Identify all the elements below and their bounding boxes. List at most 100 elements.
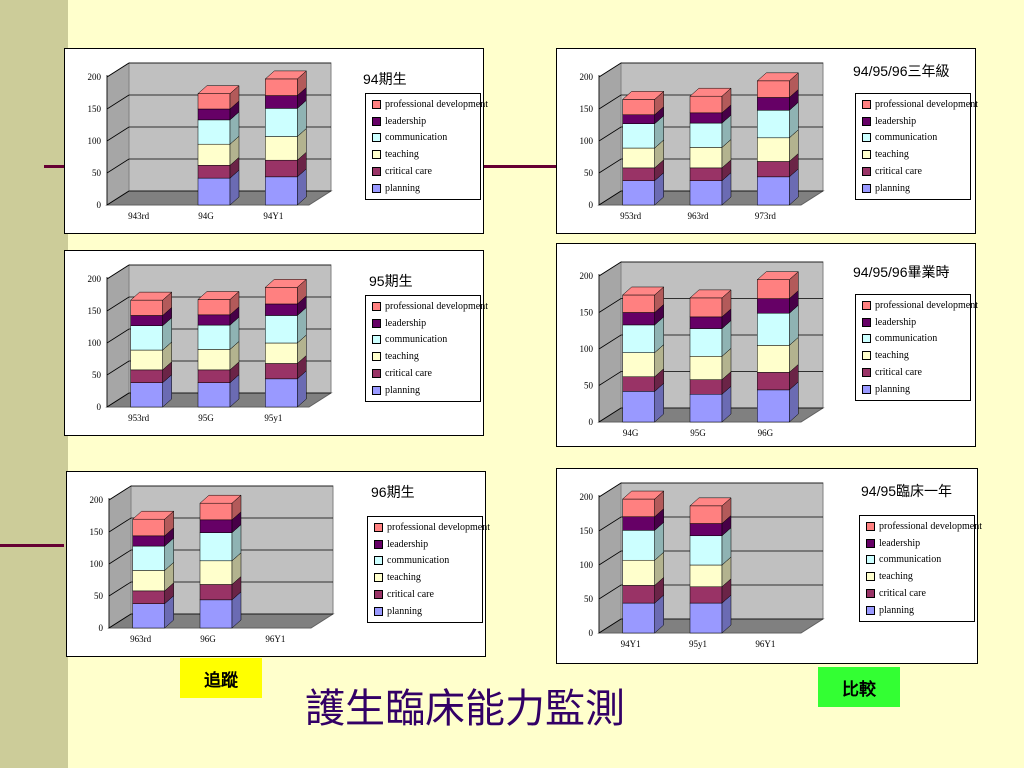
x-tick-label: 96G	[758, 428, 774, 438]
bar-segment	[757, 345, 790, 373]
y-tick-label: 200	[88, 72, 102, 82]
gridline	[108, 517, 333, 533]
legend-label: professional development	[875, 98, 979, 110]
x-tick-label: 94G	[198, 211, 214, 221]
legend-swatch	[862, 334, 871, 344]
bar-segment	[265, 342, 298, 364]
x-tick-label: 95G	[198, 413, 214, 423]
bar-segment	[197, 143, 231, 166]
legend-label: communication	[385, 132, 448, 144]
legend-label: planning	[879, 604, 914, 616]
bar-segment	[197, 108, 231, 121]
legend-swatch	[862, 167, 871, 177]
bar-top	[130, 291, 173, 301]
bar-top	[622, 490, 665, 500]
legend-label: teaching	[879, 571, 913, 583]
legend-swatch	[372, 335, 381, 345]
x-tick-label: 95y1	[264, 413, 282, 423]
bar-segment	[265, 78, 298, 96]
bar-segment	[622, 180, 655, 206]
bar-segment	[265, 176, 298, 206]
y-tick-label: 50	[92, 168, 102, 178]
legend-swatch	[372, 352, 381, 362]
chart-legend: professional development leadership commun…	[367, 516, 490, 623]
legend-label: critical care	[385, 368, 432, 380]
gridline	[108, 581, 333, 597]
legend-label: planning	[385, 182, 420, 194]
legend-item: professional development	[866, 518, 982, 535]
legend-item: leadership	[372, 315, 476, 332]
bar-segment	[757, 97, 790, 111]
legend-swatch	[866, 605, 875, 615]
legend-swatch	[866, 589, 875, 599]
bar-segment	[689, 564, 723, 588]
x-tick-label: 973rd	[755, 211, 776, 221]
gridline	[598, 126, 823, 142]
legend-item: communication	[374, 553, 478, 570]
slide-title: 護生臨床能力監測	[305, 686, 625, 732]
legend-swatch	[866, 555, 875, 565]
legend-item: professional development	[862, 96, 978, 113]
gridline	[598, 94, 823, 110]
legend-swatch	[374, 606, 383, 616]
bar-segment	[199, 532, 233, 562]
gridline	[106, 296, 331, 312]
bar-segment	[757, 298, 790, 314]
legend-label: critical care	[387, 589, 434, 601]
legend-label: leadership	[879, 537, 921, 549]
y-tick-label: 50	[94, 591, 104, 601]
legend-item: teaching	[372, 348, 476, 365]
x-tick-label: 943rd	[128, 211, 149, 221]
legend-label: communication	[385, 334, 448, 346]
legend-swatch	[862, 183, 871, 193]
legend-item: teaching	[862, 347, 966, 364]
gridline	[106, 62, 331, 78]
tracking-label: 追蹤	[180, 658, 262, 698]
bar-segment	[689, 297, 723, 318]
bar-segment	[197, 314, 231, 326]
bar-segment	[622, 498, 655, 517]
y-tick-label: 200	[580, 72, 594, 82]
bar-segment	[265, 378, 298, 408]
legend-label: teaching	[385, 351, 419, 363]
legend-label: communication	[387, 555, 450, 567]
legend-swatch	[372, 385, 381, 395]
legend-label: professional development	[385, 98, 489, 110]
y-tick-label: 150	[90, 527, 104, 537]
legend-item: professional development	[372, 298, 488, 315]
legend-item: communication	[866, 552, 970, 569]
legend-item: professional development	[372, 96, 488, 113]
chart-title: 95期生	[369, 273, 413, 289]
bar-segment	[689, 535, 723, 566]
y-tick-label: 100	[580, 136, 594, 146]
bar-top	[132, 510, 175, 520]
legend-item: teaching	[374, 569, 478, 586]
y-tick-label: 50	[584, 381, 594, 391]
legend-item: communication	[862, 130, 966, 147]
bar-segment	[197, 349, 231, 371]
bar-segment	[197, 369, 231, 383]
legend-swatch	[374, 590, 383, 600]
legend-item: professional development	[374, 519, 490, 536]
legend-label: leadership	[387, 538, 429, 550]
legend-swatch	[374, 573, 383, 583]
legend-item: leadership	[374, 536, 478, 553]
y-tick-label: 200	[580, 271, 594, 281]
gridline	[108, 485, 333, 501]
legend-swatch	[862, 116, 871, 126]
y-tick-label: 0	[97, 402, 102, 412]
bar-segment	[622, 167, 655, 181]
bar-segment	[622, 602, 655, 634]
bar-segment	[622, 312, 655, 326]
y-tick-label: 100	[88, 136, 102, 146]
legend-swatch	[866, 572, 875, 582]
bar-segment	[757, 137, 790, 162]
bar-segment	[689, 167, 723, 181]
x-tick-label: 96Y1	[265, 634, 285, 644]
y-tick-label: 150	[88, 104, 102, 114]
